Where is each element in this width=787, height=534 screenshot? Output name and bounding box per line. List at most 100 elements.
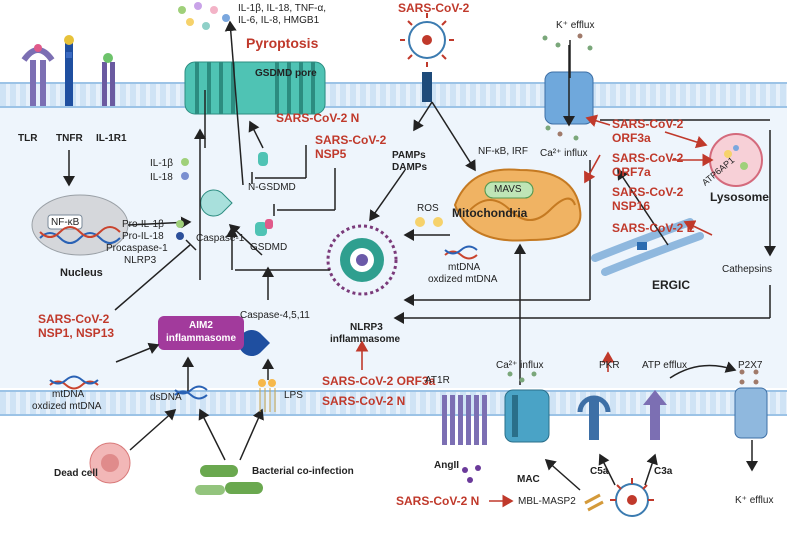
tnfr-label: TNFR (56, 133, 83, 144)
aim2-label-2: inflammasome (165, 333, 237, 344)
mitochondria-label: Mitochondria (452, 206, 528, 220)
cytokine-dots (178, 2, 230, 30)
inhibition-lines (114, 145, 336, 311)
sars-nsp16-line2: NSP16 (612, 199, 651, 213)
aim2-box (158, 316, 244, 350)
sars-nsp5-line1: SARS-CoV-2 (315, 133, 387, 147)
sars-n-top-label: SARS-CoV-2 N (276, 111, 360, 125)
sars-n-bottom-label: SARS-CoV-2 N (322, 394, 406, 408)
mtdna-left-label: mtDNA (52, 389, 85, 400)
ca-influx-mid-label: Ca²⁺ influx (540, 148, 588, 159)
mac-complex (504, 389, 550, 443)
c3a-label: C3a (654, 466, 673, 477)
sars-orf7a-line2: ORF7a (612, 165, 651, 179)
nlrp3-label-left: NLRP3 (124, 255, 157, 266)
k-efflux-bottom-label: K⁺ efflux (735, 495, 774, 506)
dsdna-label: dsDNA (150, 392, 182, 403)
at1r-receptor (442, 395, 487, 445)
c3a-receptor (643, 390, 667, 440)
c5a-label: C5a (590, 466, 609, 477)
pro-il18-label: Pro-IL-18 (122, 231, 164, 242)
nfkb-irf-label: NF-κB, IRF (478, 146, 528, 157)
caspase-1-shape (200, 189, 233, 217)
mbl-masp2-label: MBL-MASP2 (518, 496, 576, 507)
caspase-4-shape (238, 330, 270, 357)
sars-n-mbl-label: SARS-CoV-2 N (396, 494, 480, 508)
cytokine-list-2: IL-6, IL-8, HMGB1 (238, 15, 320, 26)
p2x7-channel (734, 387, 768, 439)
oxidized-mtdna-mid-label: oxdized mtDNA (428, 274, 498, 285)
cytokine-list-1: IL-1β, IL-18, TNF-α, (238, 3, 327, 14)
nucleus-label: Nucleus (60, 267, 103, 279)
angii-label: AngII (434, 460, 459, 471)
nlrp3-inflammasome (326, 224, 398, 296)
dead-cell (89, 442, 131, 484)
sars-nsp5-line2: NSP5 (315, 147, 347, 161)
sars-orf7a-line1: SARS-CoV-2 (612, 151, 684, 165)
ca-influx-bottom-label: Ca²⁺ influx (496, 360, 544, 371)
sars-cov-2-top-label: SARS-CoV-2 (398, 1, 470, 15)
caspase-4-5-11-label: Caspase-4,5,11 (240, 310, 310, 321)
tnfr-receptor (64, 35, 74, 106)
nucleus (31, 194, 129, 256)
il1b-label: IL-1β (150, 158, 173, 169)
ros-icons (415, 217, 443, 227)
sars-cov-2-virus-bottom (610, 478, 654, 517)
k-channel-top (544, 45, 594, 127)
sars-e-label: SARS-CoV-2 E (612, 221, 695, 235)
n-gsdmd-label: N-GSDMD (248, 182, 296, 193)
oxidized-mtdna-left-label: oxdized mtDNA (32, 401, 102, 412)
dna-squiggles (49, 245, 478, 400)
ergic-label: ERGIC (652, 278, 691, 292)
sars-cov-2-virus-top (400, 13, 454, 102)
sars-orf3a-line1: SARS-CoV-2 (612, 117, 684, 131)
dead-cell-label: Dead cell (54, 468, 98, 479)
mtdna-mid-label: mtDNA (448, 262, 481, 273)
mbl-icon (584, 493, 604, 512)
il18-label: IL-18 (150, 172, 173, 183)
c5a-receptor (577, 395, 611, 440)
aim2-label-1: AIM2 (189, 320, 213, 331)
il1r1-receptor (102, 53, 115, 106)
gsdmd-pore (184, 61, 326, 115)
caspase-1-label: Caspase-1 (196, 233, 245, 244)
lysosome-label: Lysosome (710, 190, 769, 204)
procaspase-1-label: Procaspase-1 (106, 243, 168, 254)
legend-dots (176, 158, 189, 240)
tlr-receptor (21, 44, 55, 106)
damps-label: DAMPs (392, 162, 428, 173)
mitochondria (453, 168, 582, 242)
cell-membrane-top (0, 82, 787, 108)
ion-dots (462, 33, 759, 483)
nfkb-label: NF-κB (51, 217, 80, 228)
bacterial-coinfection-label: Bacterial co-infection (252, 466, 354, 477)
p2x7-label: P2X7 (738, 360, 763, 371)
sars-nsp1-line1: SARS-CoV-2 (38, 312, 110, 326)
lps-label: LPS (284, 390, 303, 401)
sars-effect-arrows (355, 114, 714, 508)
pyroptosis-title: Pyroptosis (246, 35, 319, 51)
pathway-arrows (63, 20, 776, 491)
gsdmd-label: GSDMD (250, 242, 288, 253)
gsdmd-shapes (255, 152, 273, 236)
pamps-label: PAMPs (392, 150, 426, 161)
nlrp3-inflammasome-line2: inflammasome (330, 334, 401, 345)
cathepsins-label: Cathepsins (722, 264, 773, 275)
mavs-label: MAVS (494, 184, 522, 195)
lps-icon (258, 379, 276, 412)
k-efflux-top-label: K⁺ efflux (556, 20, 595, 31)
sars-nsp16-line1: SARS-CoV-2 (612, 185, 684, 199)
tlr-label: TLR (18, 133, 38, 144)
sars-orf3a-line2: ORF3a (612, 131, 651, 145)
sars-orf3a-bottom-label: SARS-CoV-2 ORF3a (322, 374, 436, 388)
mavs-box (484, 181, 534, 199)
atp-efflux-label: ATP efflux (642, 360, 688, 371)
ergic (591, 218, 704, 276)
at1r-label: AT1R (425, 375, 450, 386)
gsdmd-pore-label: GSDMD pore (255, 68, 317, 79)
nlrp3-inflammasome-line1: NLRP3 (350, 322, 383, 333)
sars-nsp1-line2: NSP1, NSP13 (38, 326, 115, 340)
il1r1-label: IL-1R1 (96, 133, 127, 144)
